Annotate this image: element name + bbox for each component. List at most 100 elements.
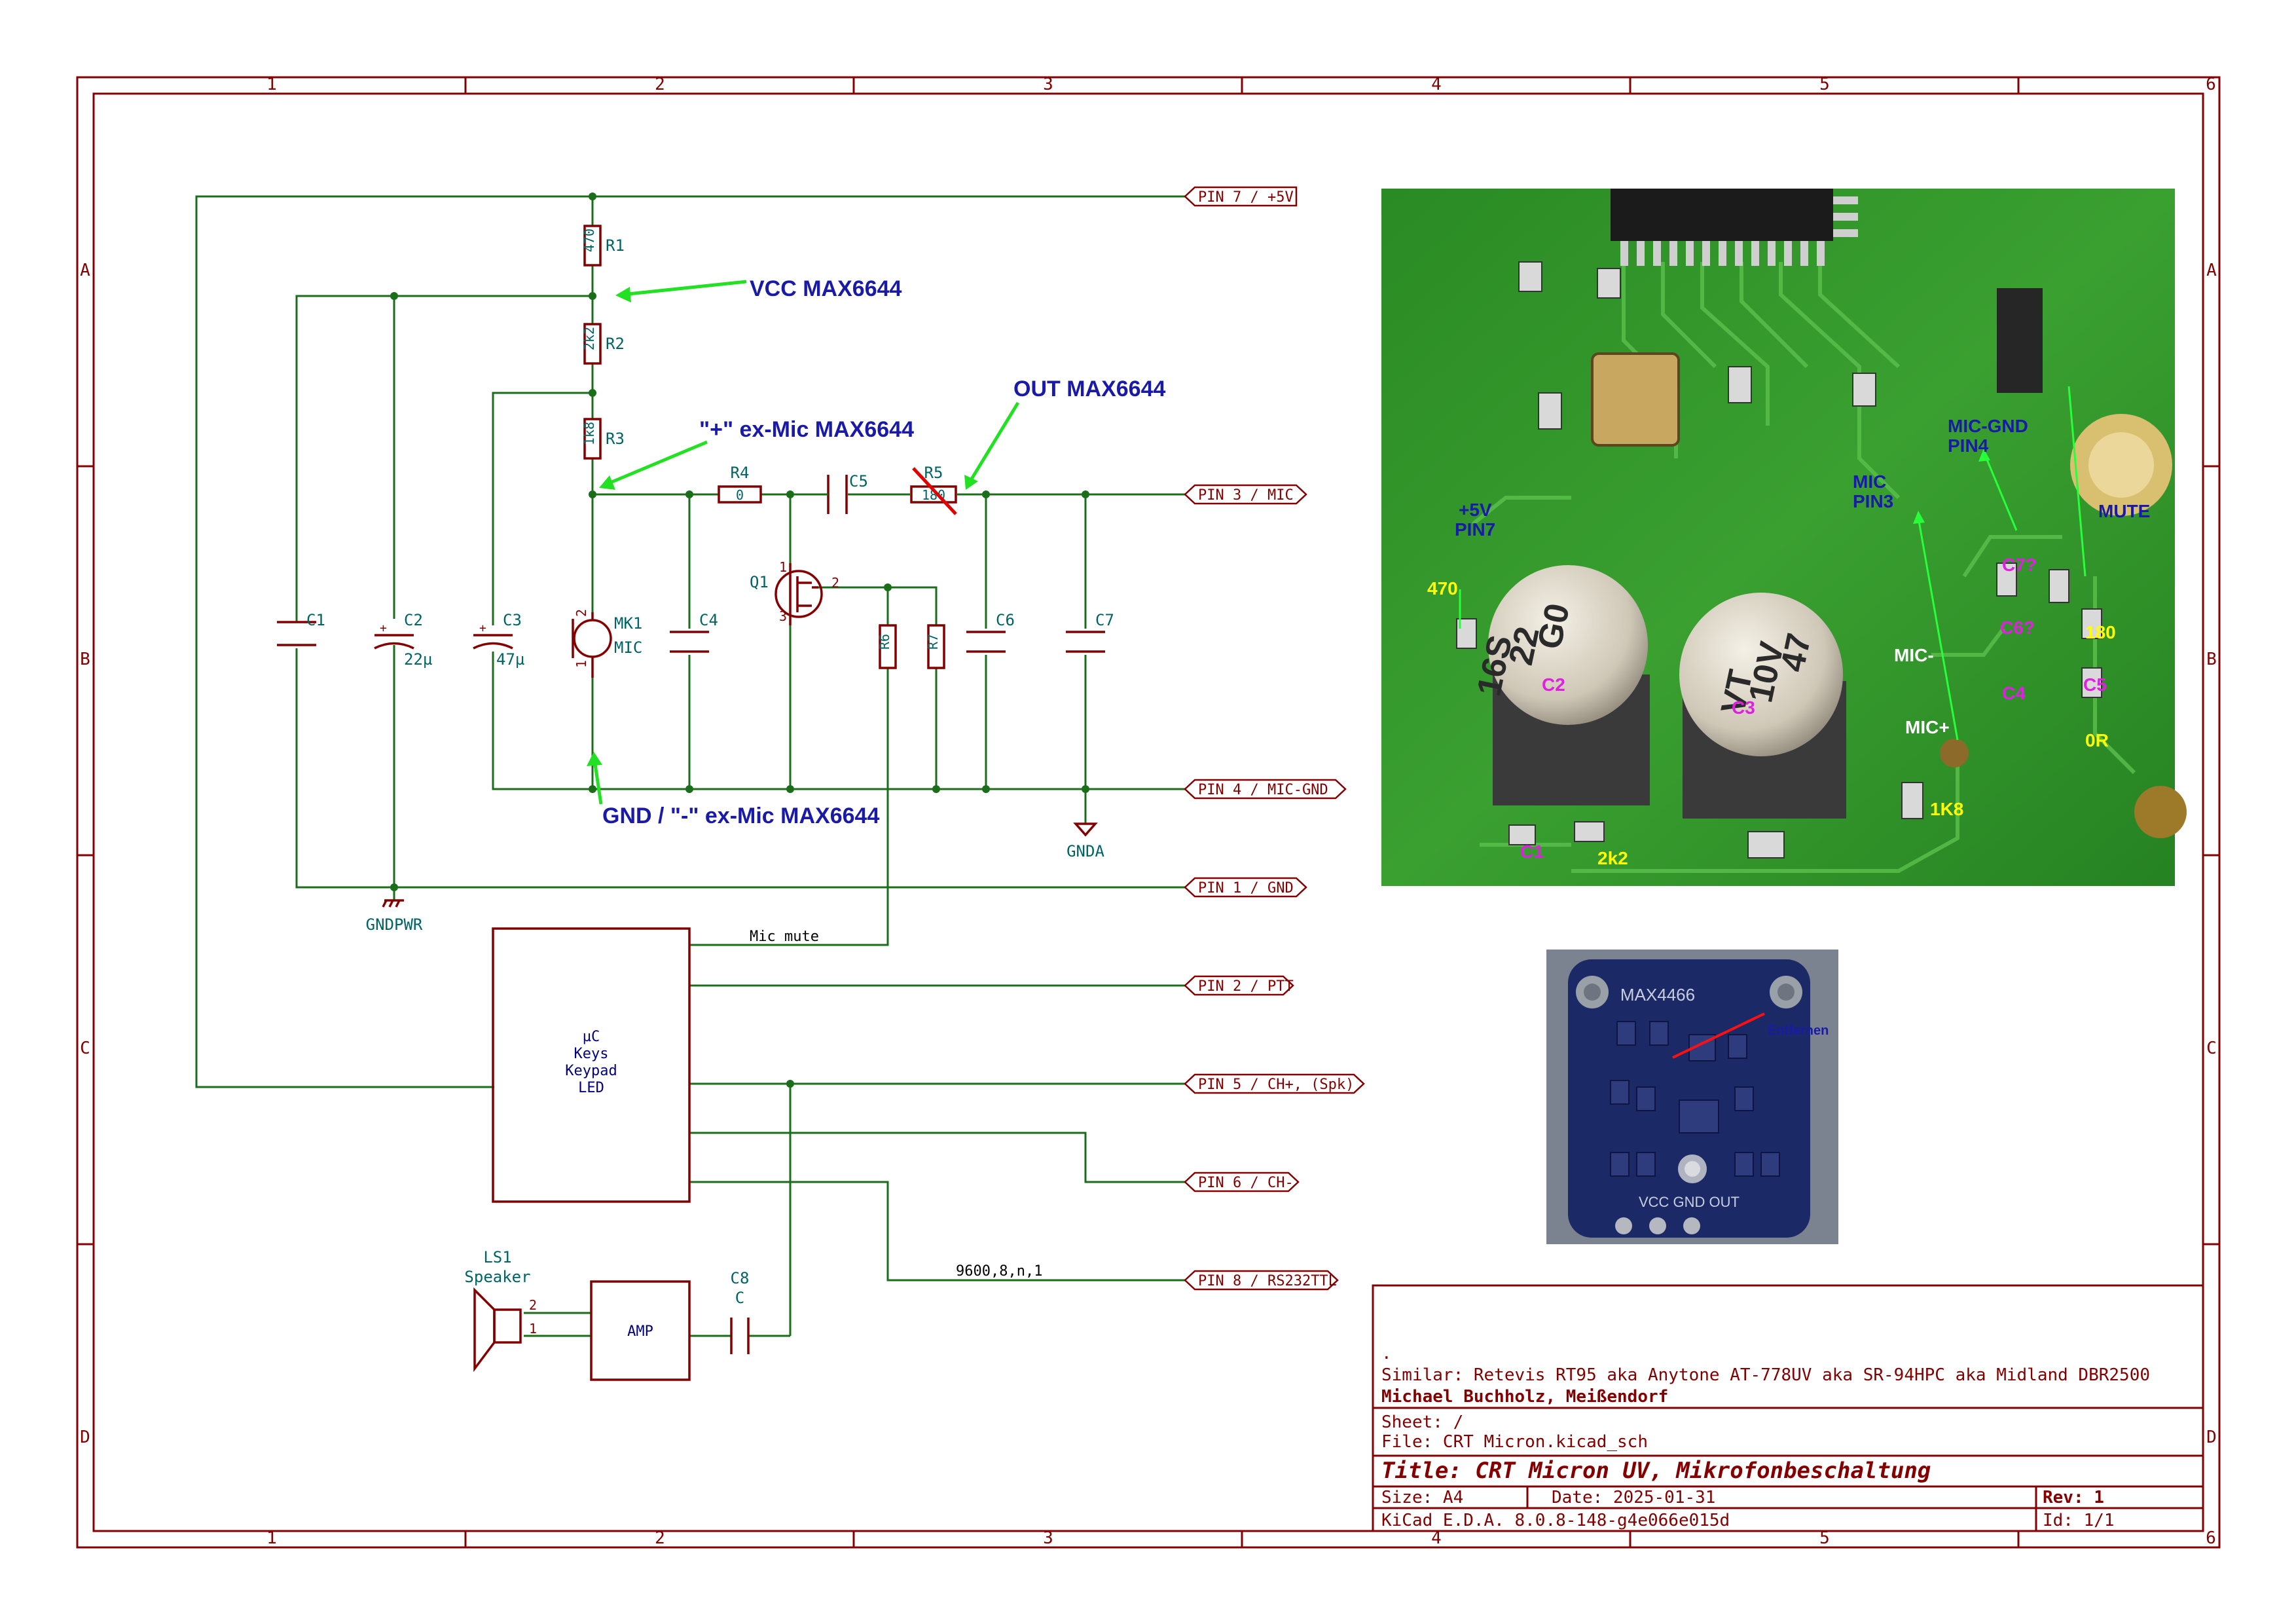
ls1-value: Speaker: [464, 1268, 530, 1286]
pin3-label[interactable]: PIN 3 / MIC: [1184, 484, 1307, 505]
pcb-label-pin4: PIN4: [1948, 435, 1989, 456]
module-chip-label: MAX4466: [1620, 985, 1695, 1005]
c2-value: 22µ: [404, 650, 432, 669]
svg-text:+: +: [479, 621, 486, 635]
svg-text:PIN 3 / MIC: PIN 3 / MIC: [1198, 487, 1294, 504]
net-label-mic-mute: Mic mute: [750, 929, 819, 945]
svg-text:PIN 5 / CH+, (Spk): PIN 5 / CH+, (Spk): [1198, 1077, 1354, 1093]
uc-line: LED: [578, 1080, 604, 1096]
amp-block[interactable]: AMP: [590, 1280, 691, 1381]
cap3-text: 47: [1774, 630, 1819, 675]
c2-ref: C2: [404, 611, 423, 629]
module-remove-label: Entfernen: [1768, 1024, 1829, 1038]
pcb-label-c4: C4: [2002, 683, 2026, 703]
pin7-label[interactable]: PIN 7 / +5V: [1184, 186, 1298, 207]
pcb-label-5v: +5V: [1459, 500, 1492, 520]
row-letter: C: [80, 1039, 90, 1058]
tb-file: File: CRT Micron.kicad_sch: [1381, 1432, 1648, 1452]
uc-line: µC: [583, 1029, 600, 1045]
pcb-label-mic: MIC: [1853, 471, 1886, 492]
c3-ref: C3: [503, 611, 522, 629]
resistor-r5[interactable]: 180 R5: [910, 464, 957, 515]
mk1-value: MIC: [614, 638, 642, 657]
microphone-mk1[interactable]: 2 1 MK1 MIC: [572, 609, 642, 678]
capacitor-c3[interactable]: + C3 47µ: [473, 611, 524, 669]
pcb-label-c6: C6?: [2000, 618, 2035, 638]
col-num: 1: [266, 1528, 277, 1548]
c3-value: 47µ: [496, 650, 524, 669]
pin2-label[interactable]: PIN 2 / PTT: [1184, 975, 1294, 996]
cap3-text: VT: [1714, 667, 1760, 717]
svg-text:PIN 1 / GND: PIN 1 / GND: [1198, 880, 1294, 896]
global-labels: PIN 7 / +5V PIN 3 / MIC PIN 4 / MIC-GND …: [1184, 186, 1365, 1291]
capacitor-c2[interactable]: + C2 22µ: [374, 611, 432, 669]
tb-tool: KiCad E.D.A. 8.0.8-148-g4e066e015d: [1381, 1511, 1730, 1530]
resistor-r6[interactable]: R6: [877, 624, 897, 669]
pin4-label[interactable]: PIN 4 / MIC-GND: [1184, 779, 1347, 800]
c7-ref: C7: [1095, 611, 1114, 629]
tb-size: Size: A4: [1381, 1488, 1463, 1507]
resistor-r3[interactable]: 1k8 R3: [581, 418, 625, 460]
r1-ref: R1: [606, 236, 625, 255]
uc-block[interactable]: µC Keys Keypad LED: [492, 927, 691, 1203]
mk1-ref: MK1: [614, 614, 642, 633]
module-pin-labels: VCC GND OUT: [1639, 1194, 1740, 1210]
q1-pin2: 2: [831, 575, 839, 591]
tb-id: Id: 1/1: [2043, 1511, 2115, 1530]
pin8-label[interactable]: PIN 8 / RS232TTL: [1184, 1270, 1339, 1291]
capacitor-c7[interactable]: C7: [1066, 611, 1114, 653]
cap2-text: 22: [1502, 623, 1547, 669]
tb-dot: .: [1381, 1344, 1392, 1363]
ls1-ref: LS1: [483, 1248, 511, 1266]
pin1-label[interactable]: PIN 1 / GND: [1184, 877, 1307, 898]
capacitor-c1[interactable]: C1: [277, 611, 325, 646]
tb-title: Title: CRT Micron UV, Mikrofonbeschaltun…: [1381, 1458, 1931, 1484]
pin6-label[interactable]: PIN 6 / CH-: [1184, 1172, 1300, 1192]
q1-ref: Q1: [750, 573, 769, 591]
resistor-r4[interactable]: 0 R4: [718, 464, 762, 504]
transistor-q1[interactable]: Q1 2 1 3: [750, 559, 839, 625]
r2-ref: R2: [606, 335, 625, 353]
drawing-frame: 1 2 3 4 5 6 1 2 3 4 5 6 A B C D A B C D: [76, 75, 2221, 1549]
row-letter: D: [80, 1428, 90, 1447]
resistor-r7[interactable]: R7: [925, 624, 945, 669]
tb-comment: Similar: Retevis RT95 aka Anytone AT-778…: [1381, 1365, 2150, 1385]
junctions: [390, 193, 1089, 1088]
q1-pin1: 1: [779, 559, 787, 575]
svg-text:PIN 2 / PTT: PIN 2 / PTT: [1198, 978, 1294, 995]
col-num: 5: [1819, 1528, 1830, 1548]
tb-date: Date: 2025-01-31: [1552, 1488, 1715, 1507]
pcb-label-c5: C5: [2083, 674, 2107, 695]
pcb-photo: G0 22 16S 47 10V VT +5V PIN7 470 MIC PIN…: [1381, 189, 2187, 886]
ls1-pin1: 1: [529, 1321, 537, 1337]
resistor-r1[interactable]: 470 R1: [581, 225, 625, 267]
col-num: 4: [1431, 75, 1442, 94]
pin5-label[interactable]: PIN 5 / CH+, (Spk): [1184, 1073, 1365, 1094]
annotation-vcc: VCC MAX6644: [750, 276, 902, 301]
capacitor-c5[interactable]: C5: [827, 472, 868, 514]
capacitor-c8[interactable]: C8 C: [730, 1269, 750, 1354]
pcb-label-micgnd: MIC-GND: [1948, 416, 2028, 436]
mk1-pin1: 1: [574, 660, 589, 668]
pcb-label-pin3: PIN3: [1853, 491, 1893, 511]
gndpwr-label: GNDPWR: [366, 915, 423, 934]
col-num: 6: [2206, 1528, 2216, 1548]
c5-ref: C5: [849, 472, 868, 490]
resistor-r2[interactable]: 2k2 R2: [581, 323, 625, 365]
speaker-ls1[interactable]: LS1 Speaker 2 1: [464, 1248, 537, 1373]
cap2-text: G0: [1531, 600, 1577, 653]
c8-ref: C8: [731, 1269, 750, 1287]
svg-text:PIN 7 / +5V: PIN 7 / +5V: [1198, 189, 1294, 206]
q1-pin3: 3: [779, 608, 787, 624]
annotation-out: OUT MAX6644: [1013, 377, 1165, 401]
net-label-serial: 9600,8,n,1: [956, 1263, 1042, 1280]
col-num: 3: [1043, 75, 1053, 94]
r3-ref: R3: [606, 430, 625, 448]
tb-company: Michael Buchholz, Meißendorf: [1381, 1387, 1668, 1407]
svg-text:+: +: [380, 621, 387, 635]
capacitor-c4[interactable]: C4: [670, 611, 718, 653]
row-letter: B: [80, 650, 90, 669]
row-letter: B: [2206, 650, 2217, 669]
c6-ref: C6: [996, 611, 1015, 629]
capacitor-c6[interactable]: C6: [966, 611, 1015, 653]
